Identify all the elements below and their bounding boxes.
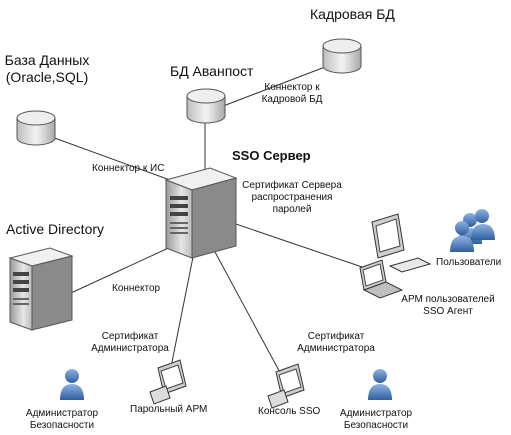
- database-label-line1: База Данных: [4, 52, 90, 68]
- connection-lines: [37, 61, 366, 379]
- hr-database-icon: [322, 38, 362, 74]
- line-avanpost-hrdb: [217, 61, 339, 109]
- hr-connector-label-line1: Коннектор к: [264, 82, 320, 93]
- admin-right-label: Администратор Безопасности: [336, 408, 416, 432]
- user-workstation-icon: [359, 213, 432, 299]
- admin-certificate-left-label: Сертификат Администратора: [90, 331, 170, 355]
- avanpost-db-label: БД Аванпост: [170, 63, 254, 79]
- admin-right-label-line2: Безопасности: [343, 420, 409, 431]
- database-icon: [16, 110, 56, 146]
- line-server-console: [214, 251, 284, 379]
- admin-certificate-right-line2: Администратора: [297, 343, 375, 354]
- sso-server-label: SSO Сервер: [232, 148, 311, 163]
- password-arm-computer-icon: [149, 359, 187, 405]
- server-certificate-label-line2: распространения: [251, 192, 333, 203]
- database-label-line2: (Oracle,SQL): [5, 68, 89, 85]
- active-directory-server-icon: [8, 247, 74, 331]
- active-directory-label: Active Directory: [6, 221, 105, 237]
- arm-users-label-line1: АРМ пользователей: [401, 294, 495, 305]
- sso-server-icon: [164, 167, 238, 259]
- admin-left-label: Администратор Безопасности: [22, 408, 102, 432]
- admin-right-label-line1: Администратор: [339, 408, 413, 419]
- sso-console-label: Консоль SSO: [258, 406, 321, 417]
- sso-console-computer-icon: [267, 363, 305, 409]
- hr-connector-label-line2: Кадровой БД: [261, 94, 323, 105]
- arm-users-label-line2: SSO Агент: [423, 306, 473, 317]
- server-certificate-label: Сертификат Сервера распространения парол…: [238, 180, 346, 216]
- admin-left-label-line2: Безопасности: [29, 420, 95, 431]
- admin-certificate-right-line1: Сертификат: [307, 331, 365, 342]
- line-server-db: [37, 131, 171, 181]
- hr-connector-label: Коннектор к Кадровой БД: [252, 82, 332, 106]
- is-connector-label: Коннектор к ИС: [92, 163, 165, 174]
- users-label: Пользователи: [436, 257, 502, 268]
- admin-right-person-icon: [368, 369, 392, 400]
- server-certificate-label-line1: Сертификат Сервера: [242, 180, 342, 191]
- admin-left-label-line1: Администратор: [25, 408, 99, 419]
- line-server-arm-users: [229, 221, 366, 269]
- admin-left-person-icon: [60, 369, 84, 400]
- admin-certificate-right-label: Сертификат Администратора: [296, 331, 376, 355]
- admin-certificate-left-line1: Сертификат: [101, 331, 159, 342]
- hr-db-label: Кадровая БД: [310, 6, 395, 22]
- server-certificate-label-line3: паролей: [272, 204, 312, 215]
- avanpost-database-icon: [186, 88, 226, 124]
- line-server-password-arm: [169, 251, 195, 373]
- password-arm-label: Парольный АРМ: [130, 404, 208, 415]
- users-group-icon: [450, 209, 495, 252]
- connector-label: Коннектор: [112, 283, 161, 294]
- line-server-ad: [59, 244, 176, 299]
- database-label: База Данных (Oracle,SQL): [4, 52, 90, 86]
- admin-certificate-left-line2: Администратора: [91, 343, 169, 354]
- arm-users-label: АРМ пользователей SSO Агент: [398, 294, 498, 318]
